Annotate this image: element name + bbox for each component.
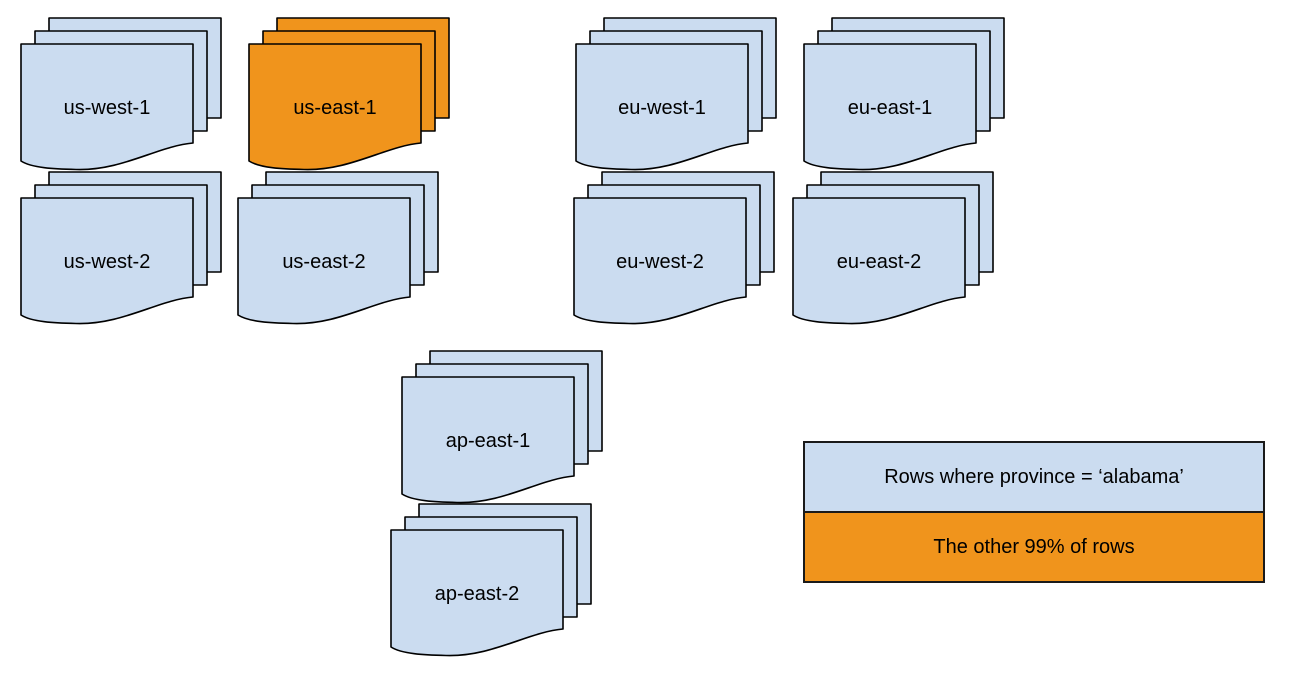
- region-label: us-west-2: [63, 251, 151, 273]
- region-stack-eu-east-2: eu-east-2: [792, 171, 996, 327]
- front-page-shape: [575, 43, 749, 171]
- front-page-shape: [248, 43, 422, 171]
- document-stack-icon: [390, 503, 592, 657]
- document-stack-icon: [803, 17, 1005, 171]
- region-label: us-east-1: [293, 97, 377, 119]
- document-stack-icon: [573, 171, 775, 325]
- front-page-shape: [20, 197, 194, 325]
- region-stack-eu-west-2: eu-west-2: [573, 171, 777, 327]
- region-label: eu-east-1: [847, 97, 933, 119]
- region-stack-us-east-1: us-east-1: [248, 17, 452, 173]
- front-page-shape: [803, 43, 977, 171]
- legend-row-partition: Rows where province = ‘alabama’: [805, 443, 1263, 511]
- region-stack-us-east-2: us-east-2: [237, 171, 441, 327]
- document-stack-icon: [248, 17, 450, 171]
- region-stack-us-west-1: us-west-1: [20, 17, 224, 173]
- region-stack-ap-east-2: ap-east-2: [390, 503, 594, 659]
- document-stack-icon: [792, 171, 994, 325]
- region-label: us-east-2: [282, 251, 366, 273]
- legend-row-highlight: The other 99% of rows: [805, 511, 1263, 581]
- region-label: eu-west-1: [618, 97, 706, 119]
- front-page-shape: [401, 376, 575, 504]
- document-stack-icon: [237, 171, 439, 325]
- region-stack-eu-east-1: eu-east-1: [803, 17, 1007, 173]
- legend-label-partition: Rows where province = ‘alabama’: [884, 465, 1184, 488]
- region-stack-eu-west-1: eu-west-1: [575, 17, 779, 173]
- document-stack-icon: [401, 350, 603, 504]
- region-stack-ap-east-1: ap-east-1: [401, 350, 605, 506]
- region-label: eu-east-2: [836, 251, 922, 273]
- region-stack-us-west-2: us-west-2: [20, 171, 224, 327]
- front-page-shape: [237, 197, 411, 325]
- region-label: us-west-1: [63, 97, 151, 119]
- document-stack-icon: [20, 17, 222, 171]
- region-label: ap-east-2: [434, 583, 520, 605]
- front-page-shape: [792, 197, 966, 325]
- region-label: eu-west-2: [616, 251, 704, 273]
- front-page-shape: [20, 43, 194, 171]
- front-page-shape: [573, 197, 747, 325]
- region-label: ap-east-1: [445, 430, 531, 452]
- legend: Rows where province = ‘alabama’ The othe…: [803, 441, 1265, 583]
- front-page-shape: [390, 529, 564, 657]
- document-stack-icon: [575, 17, 777, 171]
- legend-label-highlight: The other 99% of rows: [933, 535, 1135, 558]
- document-stack-icon: [20, 171, 222, 325]
